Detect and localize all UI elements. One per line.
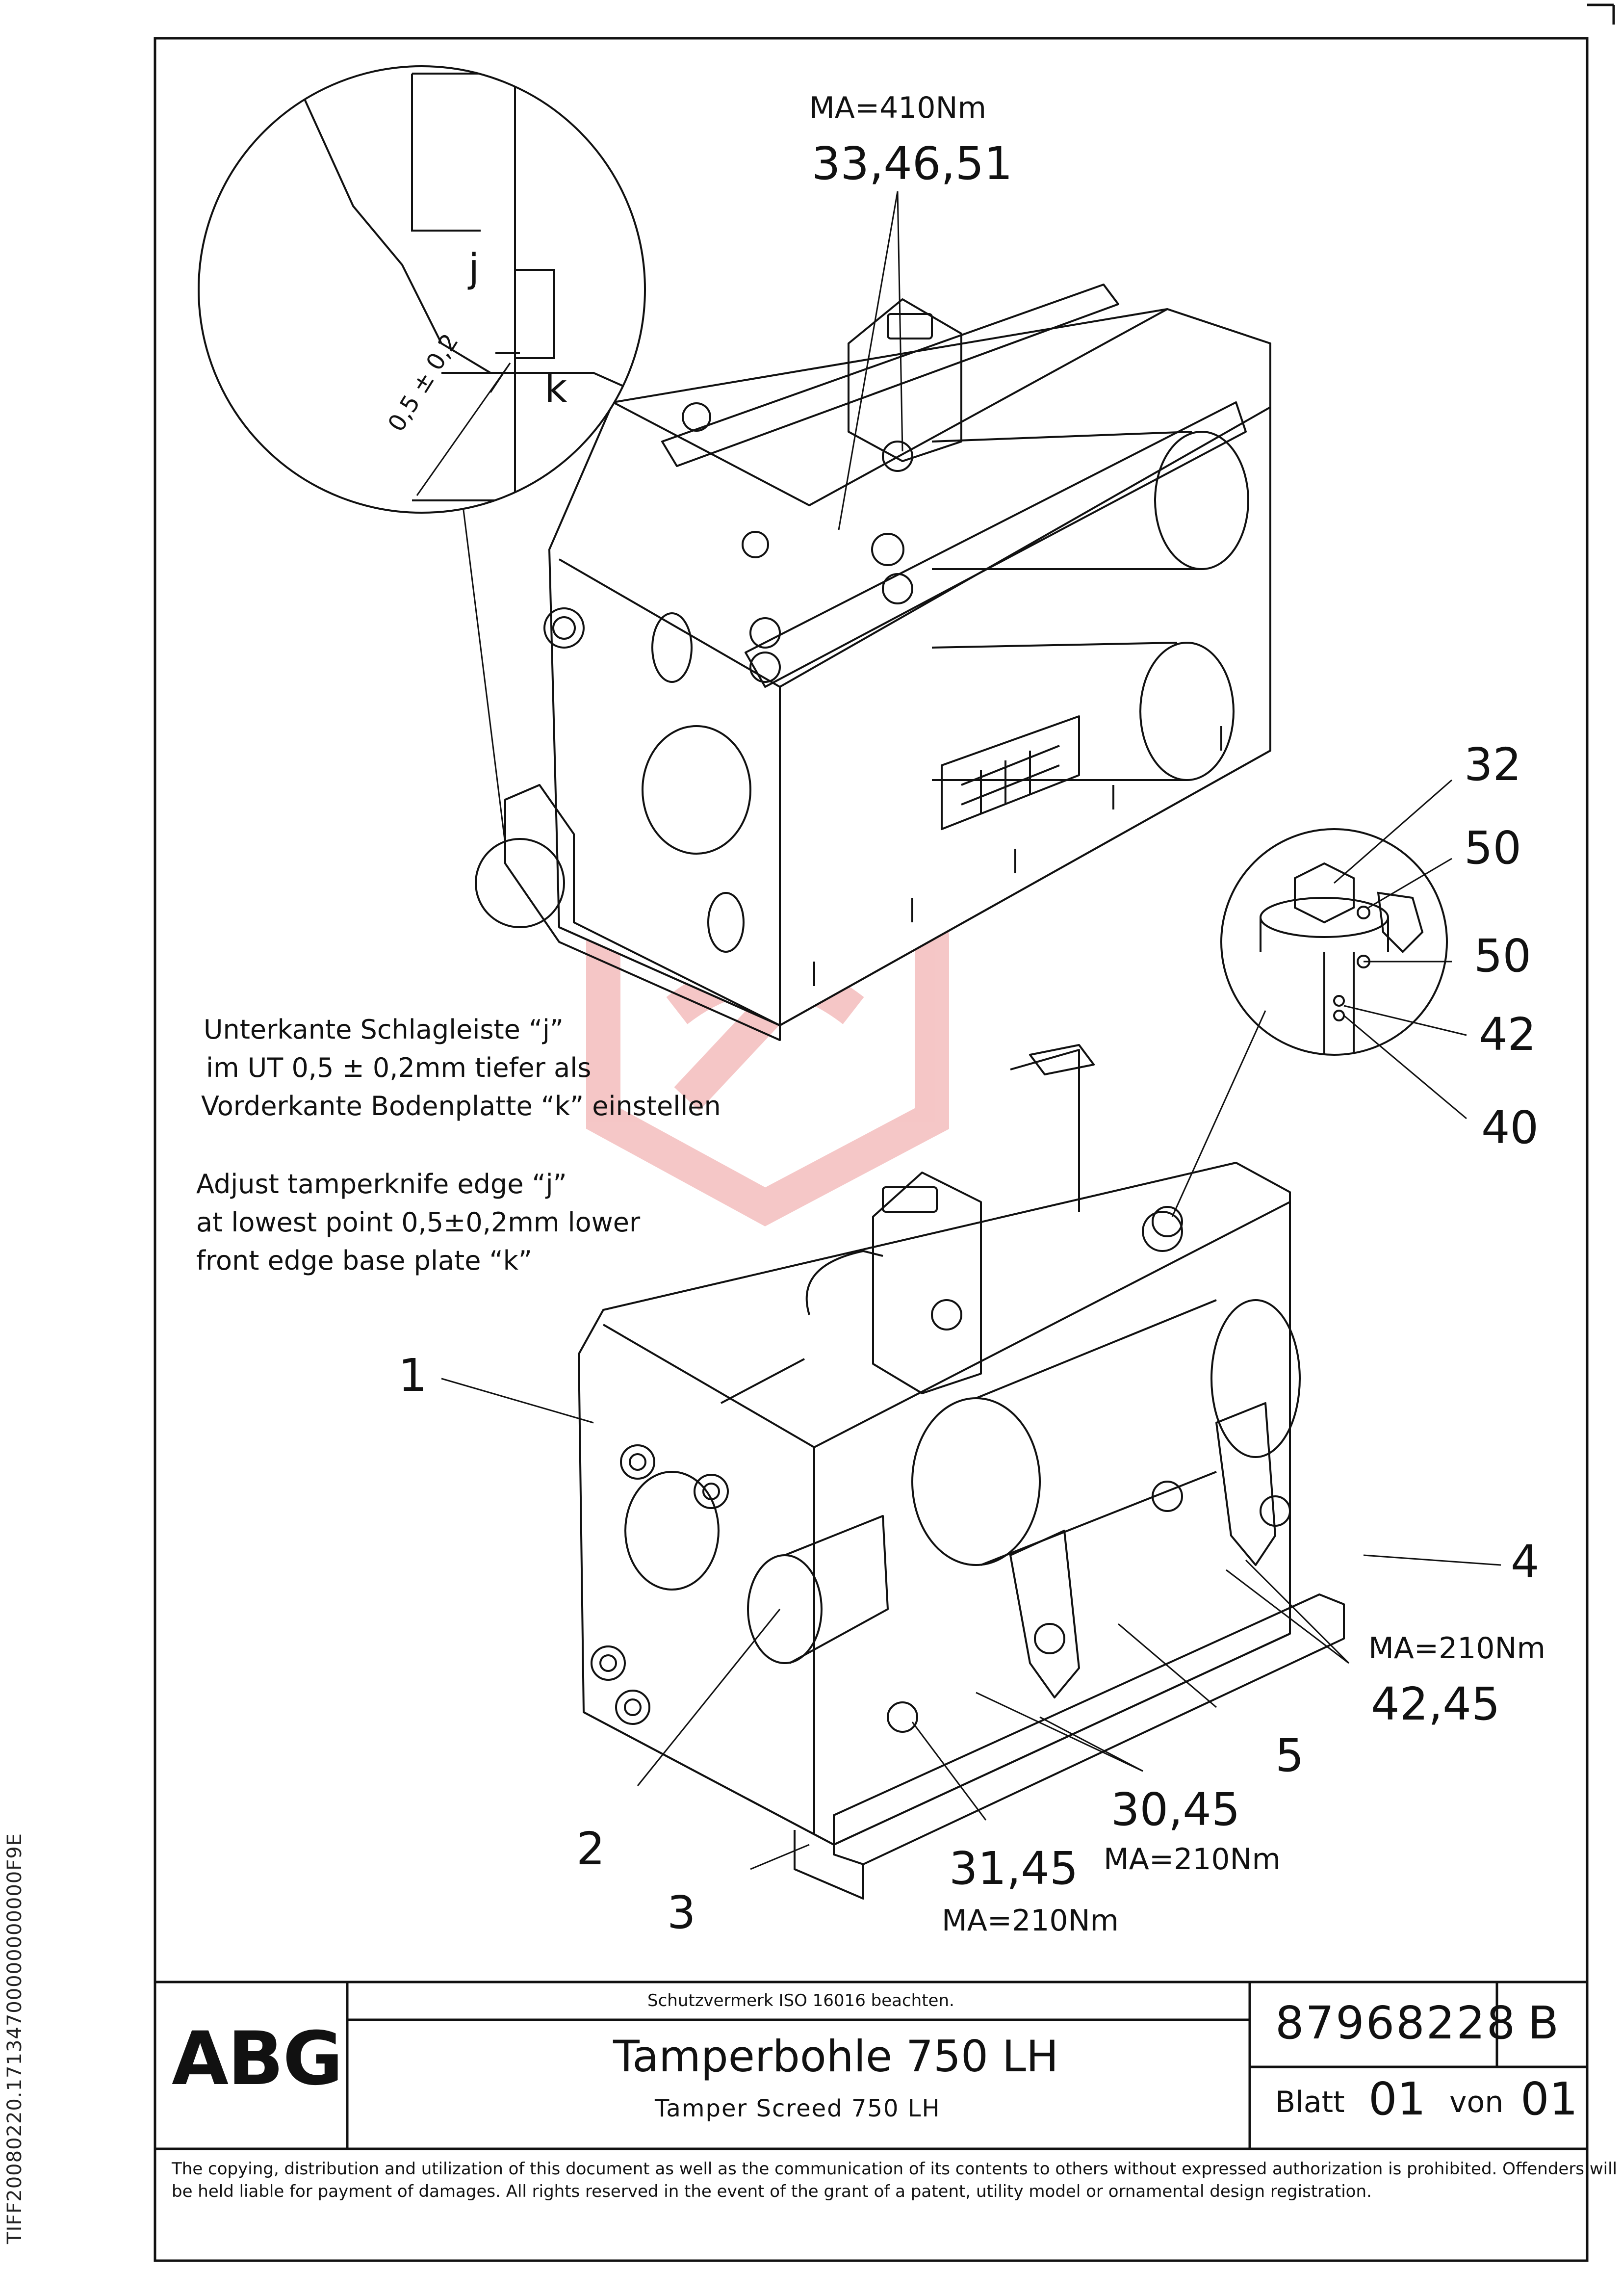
item-label-50-b: 50 bbox=[1474, 930, 1532, 982]
lower-assembly-drawing bbox=[578, 1044, 1345, 1900]
callout-leaders bbox=[441, 191, 1501, 1870]
archive-code-text: TIFF20080220.17134700000000000F9E bbox=[3, 1833, 26, 2244]
item-label-30-45: 30,45 bbox=[1111, 1783, 1240, 1836]
legal-notice: The copying, distribution and utilizatio… bbox=[172, 2159, 1617, 2201]
item-label-40: 40 bbox=[1481, 1101, 1539, 1154]
sheet-number: 01 bbox=[1368, 2073, 1426, 2125]
note-en-line-3: front edge base plate “k” bbox=[196, 1245, 532, 1276]
abg-logo: ABG bbox=[172, 2016, 343, 2102]
archive-code: TIFF20080220.17134700000000000F9E bbox=[0, 1781, 29, 2296]
note-en-line-1: Adjust tamperknife edge “j” bbox=[196, 1169, 567, 1200]
note-en-line-2: at lowest point 0,5±0,2mm lower bbox=[196, 1207, 641, 1238]
item-label-50-a: 50 bbox=[1464, 822, 1522, 874]
drawing-title-de: Tamperbohle 750 LH bbox=[613, 2031, 1059, 2082]
detail-label-j: j bbox=[468, 245, 480, 291]
item-label-31-45: 31,45 bbox=[949, 1842, 1079, 1895]
item-label-42: 42 bbox=[1479, 1008, 1537, 1061]
detail-geometry bbox=[303, 73, 638, 501]
sheet-total: 01 bbox=[1520, 2073, 1578, 2125]
drawing-title-en: Tamper Screed 750 LH bbox=[655, 2095, 941, 2122]
item-label-5: 5 bbox=[1275, 1729, 1304, 1782]
item-label-2: 2 bbox=[576, 1823, 605, 1875]
document-number: 87968228 bbox=[1275, 1997, 1517, 2049]
detail-label-k: k bbox=[544, 365, 567, 411]
torque-label-210-c: MA=210Nm bbox=[942, 1904, 1119, 1938]
detail-circle bbox=[198, 65, 646, 514]
note-de-line-2: im UT 0,5 ± 0,2mm tiefer als bbox=[206, 1052, 592, 1083]
detail-2-source-circle bbox=[1142, 1211, 1183, 1252]
detail-leader bbox=[463, 510, 506, 844]
detail-2-leader bbox=[1171, 1010, 1266, 1217]
detail-source-circle bbox=[475, 838, 565, 928]
item-label-32: 32 bbox=[1464, 738, 1522, 791]
detail-2-geometry bbox=[1260, 862, 1424, 1055]
item-label-42-45: 42,45 bbox=[1371, 1678, 1500, 1730]
torque-label-210-a: MA=210Nm bbox=[1368, 1631, 1545, 1666]
item-label-1: 1 bbox=[398, 1349, 427, 1402]
torque-label-410: MA=410Nm bbox=[809, 91, 986, 125]
drawing-frame bbox=[154, 37, 1589, 2262]
protection-note: Schutzvermerk ISO 16016 beachten. bbox=[647, 1991, 954, 2010]
title-block-lines bbox=[155, 1981, 1587, 2150]
torque-label-210-b: MA=210Nm bbox=[1104, 1842, 1281, 1877]
note-de-line-3: Vorderkante Bodenplatte “k” einstellen bbox=[201, 1091, 721, 1122]
item-label-3: 3 bbox=[667, 1886, 696, 1939]
item-label-33-46-51: 33,46,51 bbox=[812, 137, 1013, 190]
sheet-label: Blatt bbox=[1275, 2085, 1345, 2119]
item-label-4: 4 bbox=[1511, 1536, 1540, 1588]
revision-letter: B bbox=[1528, 1997, 1559, 2049]
upper-assembly-drawing bbox=[504, 284, 1271, 1041]
note-de-line-1: Unterkante Schlagleiste “j” bbox=[204, 1014, 564, 1045]
of-label: von bbox=[1449, 2085, 1504, 2119]
detail-circle-2 bbox=[1220, 828, 1448, 1056]
